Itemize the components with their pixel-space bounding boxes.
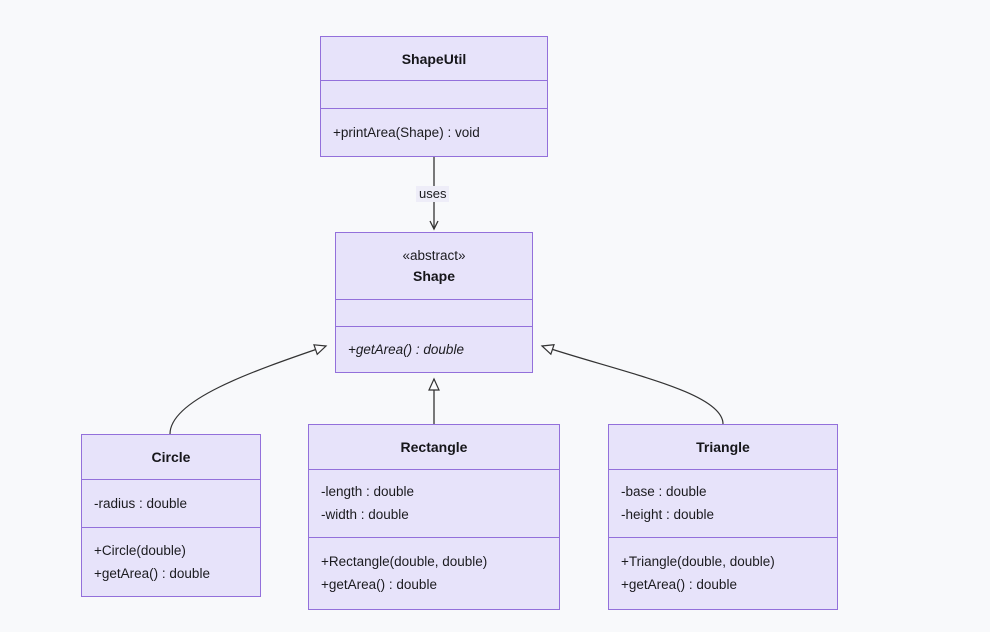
- class-methods-compartment: +getArea() : double: [336, 325, 532, 372]
- class-box-triangle[interactable]: Triangle -base : double -height : double…: [608, 424, 838, 610]
- class-name-compartment: Circle: [82, 435, 260, 479]
- class-method: +getArea() : double: [348, 341, 464, 357]
- class-attribute: -height : double: [621, 507, 715, 523]
- class-methods-compartment: +Triangle(double, double) +getArea() : d…: [609, 536, 837, 609]
- edge-circle-inherits: [169, 344, 328, 435]
- class-attributes-compartment: -length : double -width : double: [309, 468, 559, 537]
- class-method: +Triangle(double, double): [621, 554, 775, 570]
- class-attributes-compartment: [336, 299, 532, 326]
- class-methods-compartment: +Circle(double) +getArea() : double: [82, 526, 260, 596]
- class-method: +Rectangle(double, double): [321, 554, 488, 570]
- class-title: Shape: [412, 268, 455, 285]
- class-method: +printArea(Shape) : void: [333, 124, 480, 140]
- class-title: Triangle: [696, 438, 750, 455]
- class-title: Circle: [151, 449, 191, 466]
- class-attributes-compartment: -base : double -height : double: [609, 468, 837, 537]
- class-box-shapeutil[interactable]: ShapeUtil +printArea(Shape) : void: [320, 36, 548, 157]
- class-attributes-compartment: [321, 80, 547, 108]
- class-name-compartment: Rectangle: [309, 425, 559, 469]
- class-box-circle[interactable]: Circle -radius : double +Circle(double) …: [81, 434, 261, 597]
- class-attribute: -base : double: [621, 484, 707, 500]
- class-box-shape[interactable]: «abstract» Shape +getArea() : double: [335, 232, 533, 373]
- class-attributes-compartment: -radius : double: [82, 479, 260, 526]
- class-attribute: -width : double: [321, 507, 409, 523]
- class-method: +getArea() : double: [94, 565, 210, 581]
- edge-triangle-inherits: [540, 344, 724, 425]
- class-attribute: -radius : double: [94, 496, 188, 512]
- class-name-compartment: «abstract» Shape: [336, 233, 532, 299]
- class-title: ShapeUtil: [401, 50, 467, 67]
- class-method: +getArea() : double: [321, 577, 437, 593]
- class-stereotype: «abstract»: [402, 248, 466, 264]
- class-title: Rectangle: [400, 438, 468, 455]
- class-name-compartment: ShapeUtil: [321, 37, 547, 80]
- class-methods-compartment: +printArea(Shape) : void: [321, 107, 547, 156]
- edge-label-uses: uses: [416, 186, 450, 202]
- class-name-compartment: Triangle: [609, 425, 837, 469]
- class-attribute: -length : double: [321, 484, 415, 500]
- class-method: +getArea() : double: [621, 577, 737, 593]
- class-methods-compartment: +Rectangle(double, double) +getArea() : …: [309, 536, 559, 609]
- class-method: +Circle(double): [94, 542, 186, 558]
- class-box-rectangle[interactable]: Rectangle -length : double -width : doub…: [308, 424, 560, 610]
